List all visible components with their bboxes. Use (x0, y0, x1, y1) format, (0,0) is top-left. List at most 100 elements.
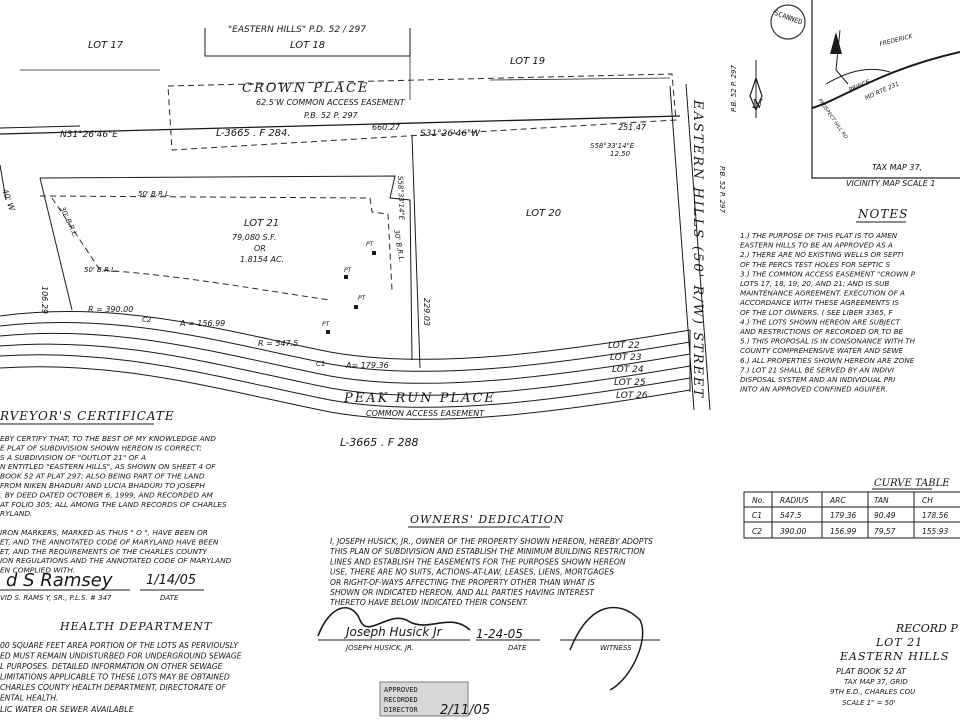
health-department: HEALTH DEPARTMENT 00 SQUARE FEET AREA PO… (0, 620, 490, 718)
bearing-s31: S31°26'46"W (420, 129, 481, 139)
note-line: INTO AN APPROVED CONFINED AGUIFER. (740, 385, 888, 394)
health-footer: LIC WATER OR SEWER AVAILABLE (0, 705, 135, 714)
peak-run-label: PEAK RUN PLACE (343, 391, 496, 406)
surveyor-certificate: RVEYOR'S CERTIFICATE EBY CERTIFY THAT, T… (0, 409, 232, 602)
notes-lines: 1.) THE PURPOSE OF THIS PLAT IS TO AMEN … (739, 231, 916, 394)
left-frag-line (0, 164, 7, 201)
street-east-line (685, 83, 711, 411)
lot21-label: LOT 21 (244, 218, 279, 229)
vicinity-north-icon (830, 32, 842, 54)
health-lines: 00 SQUARE FEET AREA PORTION OF THE LOTS … (0, 641, 242, 703)
lot21-area-ac: 1.8154 AC. (240, 255, 284, 264)
owners-title: OWNERS' DEDICATION (410, 513, 564, 526)
pb-ref-top: P.B. 52 P. 297 (304, 111, 359, 120)
pt-label-3: PT (358, 295, 367, 302)
note-line: AND RESTRICTIONS OF RECORDED OR TO BE (739, 327, 904, 336)
brl-inner-east (39, 195, 393, 291)
curve-table-cell: C2 (752, 527, 762, 536)
peak-run-curve-6 (0, 366, 691, 420)
curve-table-header: No. (752, 496, 765, 505)
curve-a179: A= 179.36 (345, 361, 389, 370)
lot21-area-sf: 79,080 S.F. (232, 233, 276, 242)
vicinity-map-frame (811, 0, 960, 179)
bearing-s58-mid: S58°33'14"E (396, 176, 406, 221)
peak-run-curve-4 (0, 343, 691, 396)
surveyor-lines: EBY CERTIFY THAT, TO THE BEST OF MY KNOW… (0, 434, 232, 575)
surveyor-line: RYLAND. (0, 509, 32, 518)
owner-date-label: DATE (508, 644, 527, 652)
lot21-east-boundary (39, 175, 413, 361)
lot18-label: LOT 18 (290, 40, 325, 51)
surveyor-signature: d S Ramsey (6, 570, 113, 591)
crown-easement-label: 62.5'W COMMON ACCESS EASEMENT (256, 98, 406, 107)
pt-label-2: PT (344, 267, 353, 274)
note-line: 1.) THE PURPOSE OF THIS PLAT IS TO AMEN (740, 231, 898, 240)
street-west-line (669, 85, 695, 411)
owner-lines: I, JOSEPH HUSICK, JR., OWNER OF THE PROP… (330, 537, 653, 607)
health-line: ED MUST REMAIN UNDISTURBED FOR UNDERGROU… (0, 652, 242, 661)
curve-table-cell: 90.49 (874, 511, 896, 520)
lot18-boundary (204, 28, 411, 57)
health-line: ENTAL HEALTH. (0, 694, 58, 703)
lot23-label: LOT 23 (610, 353, 642, 363)
brl-inner-west (51, 197, 331, 301)
surveyor-line: EBY CERTIFY THAT, TO THE BEST OF MY KNOW… (0, 434, 216, 443)
liber-284: L-3665 . F 284. (216, 128, 291, 139)
street-ref: P.B. 52 P. 297 (718, 166, 726, 213)
eastern-hills-ref: "EASTERN HILLS" P.D. 52 / 297 (228, 25, 366, 35)
curve-table-cell: 79.57 (874, 527, 896, 536)
surveyor-line: AT FOLIO 305; ALL AMONG THE LAND RECORDS… (0, 500, 227, 509)
record-line2: LOT 21 (875, 636, 923, 649)
surveyor-date: 1/14/05 (146, 573, 196, 588)
vicinity-caption: VICINITY MAP SCALE 1 (846, 179, 935, 188)
owner-signature: Joseph Husick Jr (344, 625, 443, 639)
north-boundary-line (0, 115, 681, 135)
lot21-or: OR (254, 244, 266, 253)
dist-251: 251.47 (618, 123, 647, 132)
curve-r547: R = 547.5 (258, 339, 298, 348)
note-line: DISPOSAL SYSTEM AND AN INDIVIDUAL PRI (740, 375, 895, 384)
street-label: EASTERN HILLS (50' R/W) STREET (690, 99, 705, 399)
record-title-block: RECORD P LOT 21 EASTERN HILLS PLAT BOOK … (830, 622, 958, 707)
road-prospect: PROSPECT HILL RD (816, 98, 848, 141)
lot22-label: LOT 22 (608, 341, 640, 351)
curve-table-cell: C1 (752, 511, 762, 520)
peak-run-curve-5 (0, 354, 691, 408)
health-line: 00 SQUARE FEET AREA PORTION OF THE LOTS … (0, 641, 239, 650)
stamp-director: DIRECTOR (384, 706, 419, 714)
stamp-date: 2/11/05 (440, 703, 490, 718)
surveyor-line: FROM NIKEN BHADURI AND LUCIA BHADURI TO … (0, 481, 205, 490)
curve-table-cell: 390.00 (780, 527, 806, 536)
note-line: EASTERN HILLS TO BE AN APPROVED AS A (740, 241, 893, 250)
bearing-n31: N31°26'46"E (60, 130, 118, 140)
notes-block: NOTES 1.) THE PURPOSE OF THIS PLAT IS TO… (739, 207, 916, 394)
peak-run-curve-2 (0, 321, 691, 372)
pt-label-4: PT (322, 321, 331, 328)
pt-label-1: PT (366, 241, 375, 248)
lot21-west-boundary (39, 177, 73, 311)
health-line: LIMITATIONS APPLICABLE TO THESE LOTS MAY… (0, 673, 230, 682)
brl-50-top: 50' B.R.L. (138, 190, 171, 198)
crown-place-easement (167, 73, 677, 151)
lot17-label: LOT 17 (88, 40, 124, 51)
note-line: 2.) THERE ARE NO EXISTING WELLS OR SEPTI (740, 250, 903, 259)
vicinity-map: FREDERICK PRINCE MD RTE 231 PROSPECT HIL… (811, 0, 960, 188)
owner-line: OR RIGHT-OF-WAYS AFFECTING THE PROPERTY … (330, 578, 595, 587)
lot26-label: LOT 26 (616, 391, 648, 401)
north-offset-line (0, 125, 81, 129)
north-label: N (751, 97, 763, 111)
liber-288: L-3665 . F 288 (340, 436, 419, 449)
stamp-approved: APPROVED (384, 686, 418, 694)
perc-point-3 (354, 305, 358, 309)
record-line1: RECORD P (895, 622, 958, 635)
brl-50-left: 50' B.R.L. (84, 266, 117, 274)
lot-plan: 40' W 50' B.R.L. 50' B.R.L. 30' B.R.L. 3… (0, 65, 738, 449)
owner-line: SHOWN OR INDICATED HEREON. AND ALL PARTI… (330, 588, 595, 597)
curve-table-title: CURVE TABLE (874, 478, 950, 489)
dist-229: 229.03 (422, 298, 431, 326)
scanned-stamp-label: SCANNED (773, 9, 803, 27)
left-frag-label: 40' W (0, 188, 17, 214)
surveyor-line: IRON MARKERS, MARKED AS THUS " O ", HAVE… (0, 528, 208, 537)
curve-table-header: RADIUS (780, 496, 809, 505)
scanned-stamp-icon (770, 4, 806, 40)
